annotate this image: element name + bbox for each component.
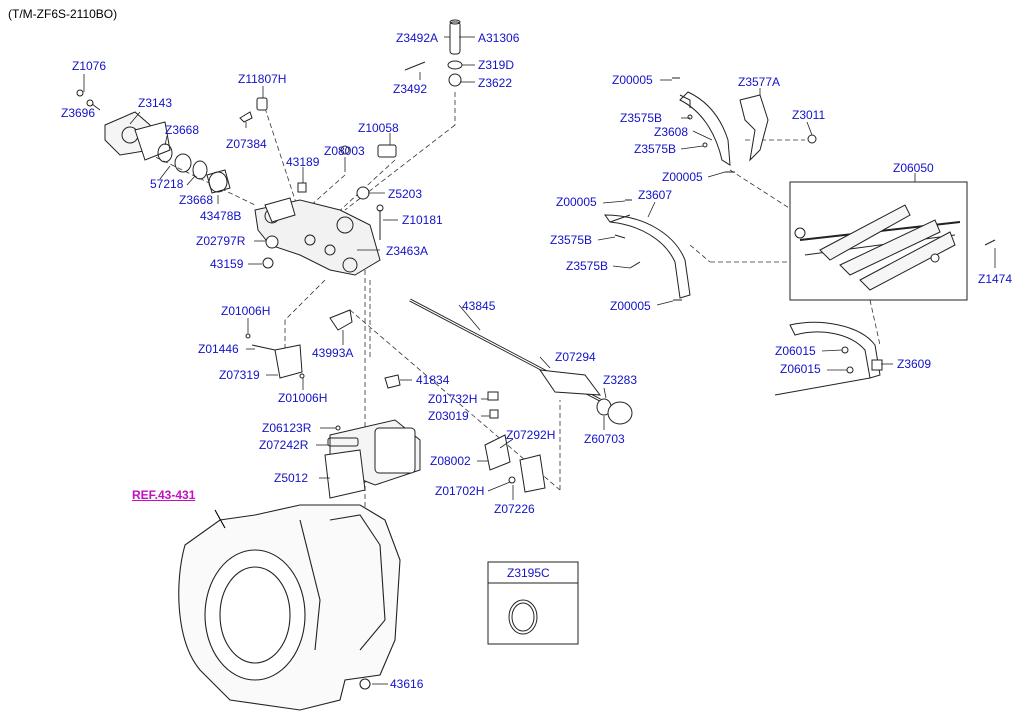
part-number-a31306[interactable]: A31306 [478, 31, 520, 45]
part-number-43478b[interactable]: 43478B [200, 209, 242, 223]
part-number-z3696[interactable]: Z3696 [61, 106, 96, 120]
part-number-z3011[interactable]: Z3011 [792, 108, 826, 122]
part-number-z3609[interactable]: Z3609 [897, 357, 932, 371]
detail-box-label[interactable]: Z3195C [507, 566, 550, 580]
part-number-43189[interactable]: 43189 [286, 155, 320, 169]
part-number-z06015b[interactable]: Z06015 [780, 362, 821, 376]
part-number-z10181[interactable]: Z10181 [402, 213, 443, 227]
part-number-z01006h-a[interactable]: Z01006H [221, 304, 271, 318]
actuator-group [324, 391, 546, 499]
part-number-z03019[interactable]: Z03019 [428, 409, 469, 423]
part-number-43616[interactable]: 43616 [390, 677, 424, 691]
shift-fork-upper [672, 77, 817, 173]
part-number-z3492[interactable]: Z3492 [393, 82, 428, 96]
reference-link[interactable]: REF.43-431 [132, 488, 196, 502]
part-number-z00005b[interactable]: Z00005 [662, 170, 703, 184]
part-number-z08002[interactable]: Z08002 [430, 454, 471, 468]
part-number-43993a[interactable]: 43993A [312, 346, 354, 360]
part-number-z07292h[interactable]: Z07292H [506, 428, 556, 442]
part-number-z3575b-b[interactable]: Z3575B [634, 142, 677, 156]
selector-housing [239, 97, 397, 276]
diagram-header: (T/M-ZF6S-2110BO) [8, 7, 118, 21]
part-number-z319d[interactable]: Z319D [478, 58, 515, 72]
part-number-z3608[interactable]: Z3608 [654, 125, 689, 139]
part-number-z01702h[interactable]: Z01702H [435, 484, 485, 498]
part-number-z00005c[interactable]: Z00005 [556, 195, 597, 209]
part-number-z5012[interactable]: Z5012 [274, 471, 309, 485]
flange-group [76, 89, 231, 194]
part-number-z60703[interactable]: Z60703 [584, 432, 625, 446]
part-number-z3575b-d[interactable]: Z3575B [566, 259, 609, 273]
part-number-z3575b-c[interactable]: Z3575B [550, 233, 593, 247]
detail-box [487, 561, 579, 645]
part-number-z5203[interactable]: Z5203 [388, 187, 423, 201]
part-number-z3283[interactable]: Z3283 [603, 373, 638, 387]
part-number-z00005d[interactable]: Z00005 [610, 299, 651, 313]
shift-fork-bottom [774, 321, 883, 396]
shift-shaft-group [245, 298, 633, 425]
part-number-z06015a[interactable]: Z06015 [775, 344, 816, 358]
part-number-z3575b-a[interactable]: Z3575B [620, 111, 663, 125]
part-number-z06050[interactable]: Z06050 [893, 161, 934, 175]
part-number-43845[interactable]: 43845 [462, 299, 496, 313]
part-number-z07384[interactable]: Z07384 [226, 137, 267, 151]
part-number-z07242r[interactable]: Z07242R [259, 438, 309, 452]
part-number-z3463a[interactable]: Z3463A [386, 244, 429, 258]
transmission-case [178, 504, 401, 711]
part-number-z08003[interactable]: Z08003 [324, 144, 365, 158]
part-number-z1076[interactable]: Z1076 [72, 59, 107, 73]
part-number-z3668a[interactable]: Z3668 [165, 123, 200, 137]
part-number-57218[interactable]: 57218 [150, 177, 184, 191]
part-number-z3622[interactable]: Z3622 [478, 76, 513, 90]
part-number-41834[interactable]: 41834 [416, 373, 450, 387]
rail-assembly-box [789, 181, 996, 301]
part-number-z11807h[interactable]: Z11807H [238, 72, 287, 86]
part-number-z10058[interactable]: Z10058 [358, 121, 399, 135]
part-number-z3492a[interactable]: Z3492A [396, 31, 439, 45]
part-number-z3607[interactable]: Z3607 [638, 188, 673, 202]
part-number-z00005a[interactable]: Z00005 [612, 73, 653, 87]
leader-lines [83, 36, 996, 685]
part-number-z3143[interactable]: Z3143 [138, 96, 173, 110]
shift-fork-lower [604, 199, 691, 301]
part-number-z07319[interactable]: Z07319 [219, 368, 260, 382]
part-number-z01006h-b[interactable]: Z01006H [278, 391, 328, 405]
part-number-z3668b[interactable]: Z3668 [179, 193, 214, 207]
part-number-z3577a[interactable]: Z3577A [738, 75, 781, 89]
part-number-43159[interactable]: 43159 [210, 257, 244, 271]
part-number-z1474[interactable]: Z1474 [978, 272, 1013, 286]
part-number-z07226[interactable]: Z07226 [494, 502, 535, 516]
part-number-z01732h[interactable]: Z01732H [428, 392, 478, 406]
part-number-z02797r[interactable]: Z02797R [196, 234, 246, 248]
plunger-stack [404, 19, 463, 87]
part-number-z01446[interactable]: Z01446 [198, 342, 239, 356]
part-number-z06123r[interactable]: Z06123R [262, 421, 312, 435]
part-number-z07294[interactable]: Z07294 [555, 350, 596, 364]
